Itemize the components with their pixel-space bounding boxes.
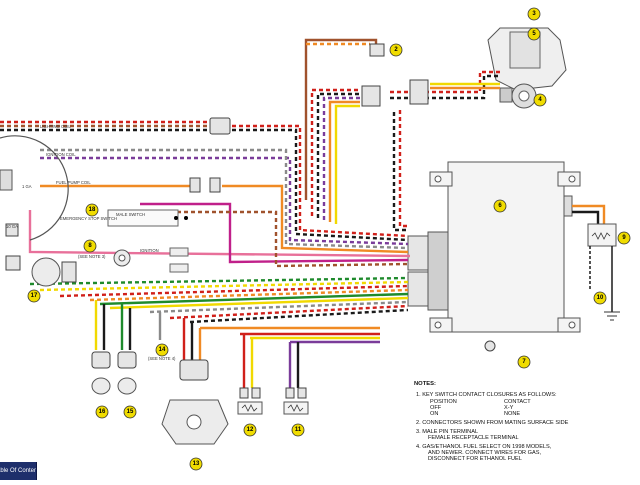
svg-text:8: 8 [88,243,92,249]
note-2: 2. CONNECTORS SHOWN FROM MATING SURFACE … [416,420,569,426]
control-module [407,161,581,333]
callout-2: 2 [389,43,403,57]
svg-text:16: 16 [99,409,106,415]
note-1-row-2-contact: NONE [504,411,520,417]
callout-18: 18 [85,203,99,217]
temp-sensor-12 [237,387,263,415]
lighting-coil-label: LIGHTING COIL [40,124,71,129]
note-4-line-1: 4. GAS/ETHANOL FUEL SELECT ON 1998 MODEL… [416,444,552,450]
svg-text:17: 17 [31,293,38,299]
svg-text:4: 4 [538,97,542,103]
note-1-position-header: POSITION [430,399,457,405]
svg-text:13: 13 [193,461,200,467]
note-1-row-2-position: ON [430,411,438,417]
note-1-contact-header: CONTACT [504,399,531,405]
ten-ga-label: 10 GA [6,224,18,229]
fuel-pump-coil-label: FUEL PUMP COIL [56,180,91,185]
connector-2 [369,43,385,57]
callout-10: 10 [593,291,607,305]
note-1-row-1-contact: X-Y [504,405,514,411]
ignition-switch [113,247,189,273]
svg-text:18: 18 [89,207,96,213]
svg-text:3: 3 [532,11,536,17]
emergency-stop-label: EMERGENCY STOP SWITCH [60,216,117,221]
connector-throttle-pair [361,79,429,107]
callout-7: 7 [517,355,531,369]
callout-14: 14 [155,343,169,357]
callout-9: 9 [617,231,631,245]
stator [0,135,69,241]
see-note-3-label: (SEE NOTE 3) [78,254,106,259]
see-note-4-label: (SEE NOTE 4) [148,356,176,361]
connector-fuel-pump [189,177,221,193]
svg-text:6: 6 [498,203,502,209]
note-1: 1. KEY SWITCH CONTACT CLOSURES AS FOLLOW… [416,392,557,398]
svg-text:15: 15 [127,409,134,415]
note-1-row-1-position: OFF [430,405,442,411]
svg-text:9: 9 [622,235,626,241]
fuel-pump [5,255,77,287]
note-4-line-2: AND NEWER. CONNECT WIRES FOR GAS, [428,450,541,456]
callout-3: 3 [527,7,541,21]
sensor-connector-15 [117,351,137,395]
ignition-coil-label: IGNITION COIL [46,152,76,157]
svg-text:7: 7 [522,359,526,365]
table-of-contents-button[interactable]: Table Of Contents [0,462,37,480]
svg-text:14: 14 [159,347,166,353]
connector-7 [484,340,496,352]
connector-stator [209,117,231,135]
throttle-position-sensor [161,359,229,445]
svg-text:10: 10 [597,295,604,301]
coolant-sensor-9 [587,223,617,312]
callout-11: 11 [291,423,305,437]
notes-block: NOTES: 1. KEY SWITCH CONTACT CLOSURES AS… [414,381,569,462]
one-ga-label: 1 GA [22,184,32,189]
svg-text:2: 2 [394,47,398,53]
callout-8: 8 [83,239,97,253]
notes-heading: NOTES: [414,381,436,387]
note-3-line-1: 3. MALE PIN TERMINAL [416,429,478,435]
callout-15: 15 [123,405,137,419]
emergency-stop-switch [107,209,188,227]
temp-sensor-11 [283,387,309,415]
callout-5: 5 [527,27,541,41]
ignition-switch-label: IGNITION [140,248,159,253]
callout-6: 6 [493,199,507,213]
throttle-sensor-assembly [487,27,567,109]
callout-13: 13 [189,457,203,471]
callout-4: 4 [533,93,547,107]
svg-text:5: 5 [532,31,536,37]
svg-text:12: 12 [247,427,254,433]
callout-17: 17 [27,289,41,303]
note-3-line-2: FEMALE RECEPTACLE TERMINAL [428,435,519,441]
male-switch-label: MALE SWITCH [116,212,145,217]
sensor-connector-16 [91,351,111,395]
svg-text:11: 11 [295,427,302,433]
callout-12: 12 [243,423,257,437]
ground-10 [604,311,620,321]
callout-16: 16 [95,405,109,419]
note-4-line-3: DISCONNECT FOR ETHANOL FUEL [428,456,522,462]
